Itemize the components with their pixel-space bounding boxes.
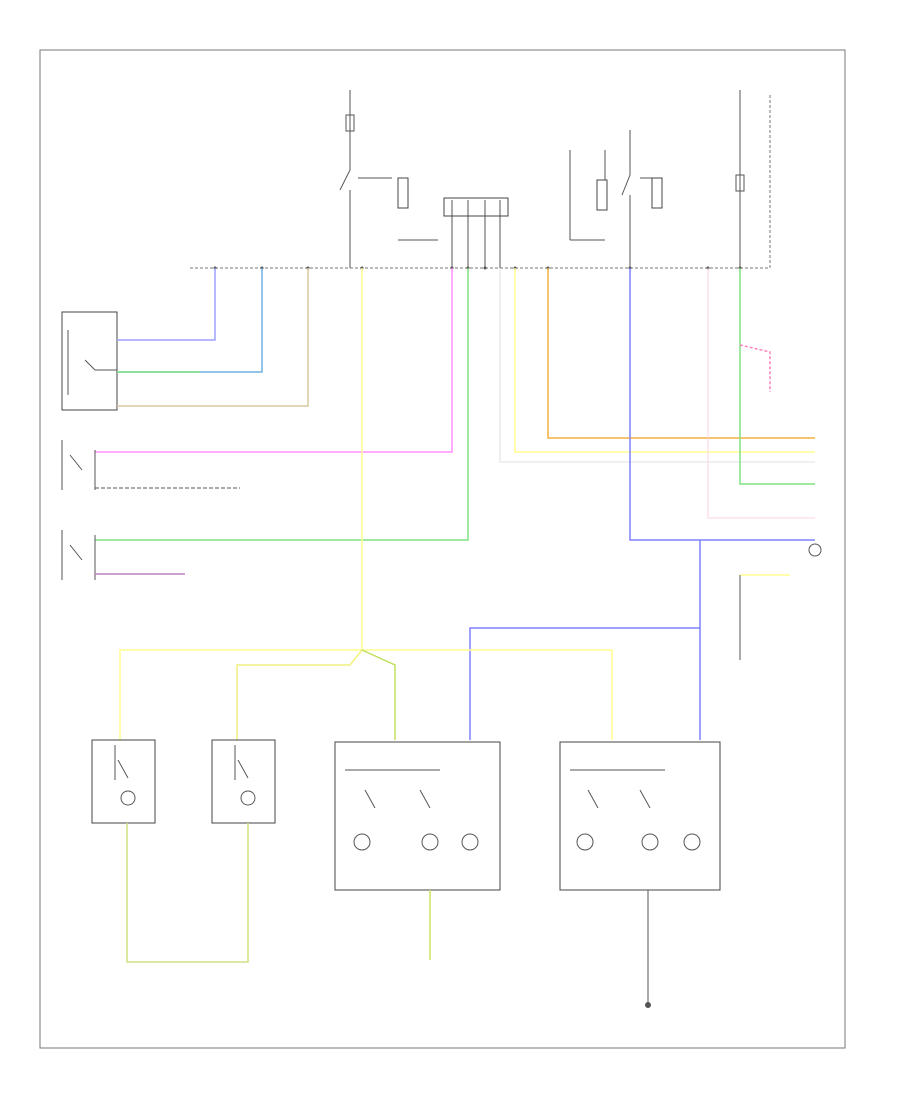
wire-pink — [95, 268, 453, 453]
door-switch-2 — [61, 530, 96, 580]
wire-yellow-dist — [119, 649, 613, 740]
wire-yellow-right — [514, 268, 815, 453]
lamp-box-1 — [91, 739, 156, 824]
wire-yellowgreen-bottom — [126, 823, 249, 963]
wire-yellow-green — [361, 649, 396, 740]
wire-lavender-branch — [469, 627, 700, 740]
lamp-box-2 — [211, 739, 276, 824]
wire-orange — [547, 268, 815, 439]
wire-tan — [117, 268, 309, 407]
wire-purple — [117, 268, 216, 341]
wire-yellow-dist2 — [236, 649, 363, 740]
ground-point — [645, 1002, 651, 1008]
switch-block-right — [569, 130, 663, 268]
wire-blue — [117, 268, 263, 373]
wire-green-long — [95, 268, 469, 541]
wire-gray — [499, 268, 815, 463]
door-switch-1 — [61, 440, 240, 490]
fuse-top-right — [735, 90, 771, 268]
left-switch-module — [61, 311, 118, 411]
wire-green-right — [739, 268, 815, 485]
wire-pink-right — [707, 268, 815, 519]
relay-center — [398, 197, 509, 268]
lamp-box-3 — [334, 741, 501, 891]
diagram-frame — [39, 49, 846, 1049]
wire-lavender-main — [629, 268, 815, 541]
fuse-top-left — [339, 90, 409, 268]
lamp-box-4 — [559, 741, 721, 891]
connector-circle-right — [808, 543, 822, 557]
wire-violet-right — [739, 344, 771, 392]
